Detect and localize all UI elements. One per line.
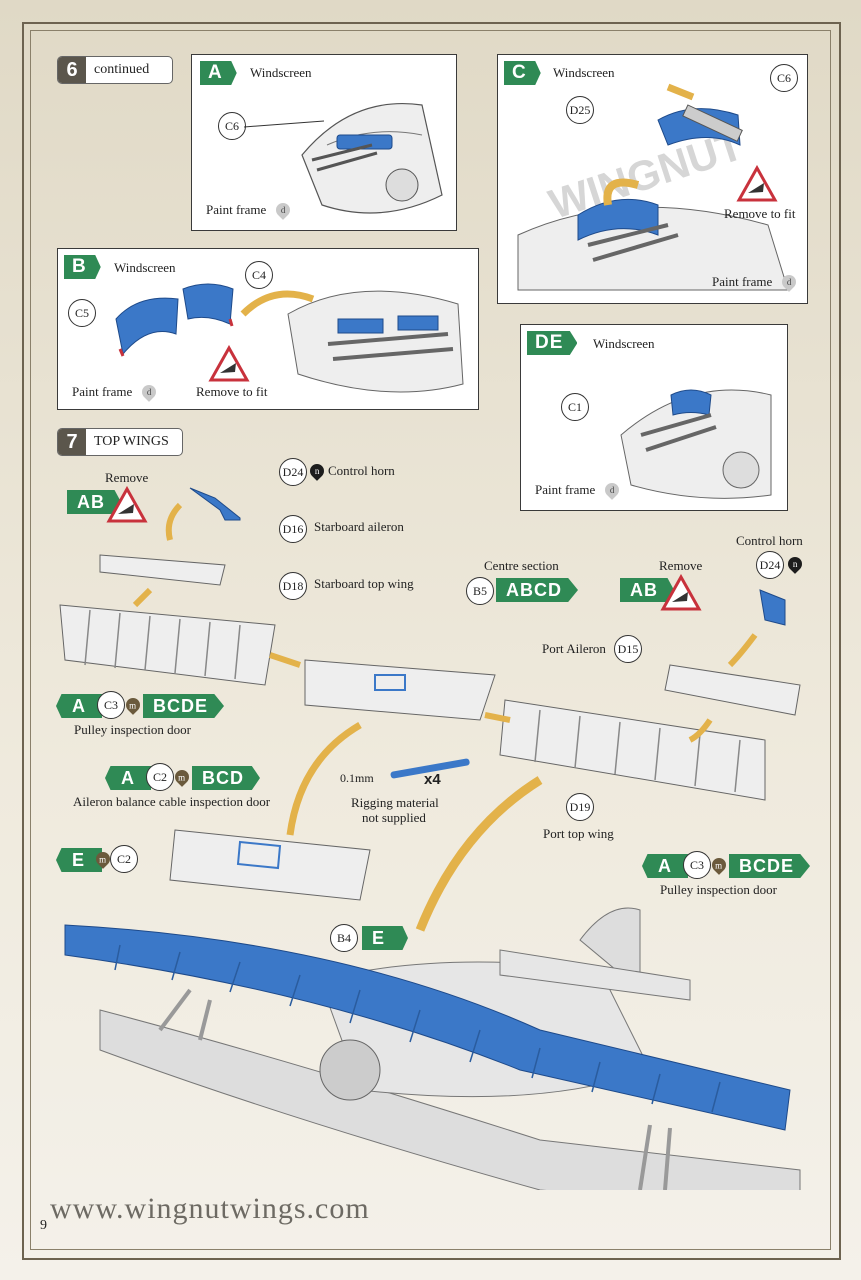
part-callout-c1: C1 (561, 393, 589, 421)
part-callout-d25: D25 (566, 96, 594, 124)
control-horn-label: Control horn (328, 463, 395, 478)
rigging-size-label: 0.1mm (340, 771, 374, 785)
version-tag-a: A (105, 766, 151, 790)
panel-title: Windscreen (553, 65, 615, 80)
page-border-inner (30, 30, 831, 1250)
part-callout-c2: C2 (110, 845, 138, 873)
step-6-header: 6 continued (57, 56, 173, 84)
version-tag-bcde: BCDE (143, 694, 225, 718)
paint-frame-label: Paint frame (712, 274, 773, 289)
version-tag-e: E (362, 926, 408, 950)
panel-c: C Windscreen WINGNUT D25 C6 Remove to fi… (497, 54, 808, 304)
version-tag-a: A (642, 854, 688, 878)
aileron-balance-cable-label: Aileron balance cable inspection door (73, 794, 271, 809)
remove-to-fit-label: Remove to fit (724, 206, 796, 221)
starboard-top-wing-label: Starboard top wing (314, 576, 414, 591)
warning-icon (660, 574, 702, 611)
panel-tag-de: DE (527, 331, 578, 355)
paint-frame-label: Paint frame (206, 202, 267, 217)
part-callout-d24: D24 (756, 551, 784, 579)
rigging-quantity-label: x4 (424, 771, 441, 788)
part-callout-d15: D15 (614, 635, 642, 663)
top-wings-assembly-illustration (59, 487, 801, 1190)
rigging-note-line2: not supplied (362, 810, 426, 825)
part-callout-c3: C3 (97, 691, 125, 719)
rigging-note-line1: Rigging material (351, 795, 439, 810)
port-top-wing-label: Port top wing (543, 826, 614, 841)
remove-label: Remove (105, 470, 149, 485)
step-number: 6 (58, 57, 86, 83)
step-7-header: 7 TOP WINGS (57, 428, 183, 456)
version-tag-abcd: ABCD (496, 578, 578, 602)
version-tag-e: E (56, 848, 102, 872)
cockpit-illustration: WINGNUT (517, 83, 789, 291)
warning-icon (106, 486, 148, 523)
panel-title: Windscreen (114, 260, 176, 275)
pulley-inspection-door-label: Pulley inspection door (660, 882, 777, 897)
website-url: www.wingnutwings.com (50, 1192, 370, 1225)
warning-icon (208, 345, 250, 382)
version-tag-bcde: BCDE (729, 854, 811, 878)
part-callout-b4: B4 (330, 924, 358, 952)
part-callout-c3: C3 (683, 851, 711, 879)
windscreen-illustration (115, 283, 464, 393)
part-callout-d24: D24 (279, 458, 307, 486)
pulley-inspection-door-label: Pulley inspection door (74, 722, 191, 737)
panel-tag-b: B (64, 255, 101, 279)
paint-frame-label: Paint frame (535, 482, 596, 497)
part-callout-c4: C4 (245, 261, 273, 289)
part-callout-b5: B5 (466, 577, 494, 605)
warning-icon (736, 165, 778, 202)
panel-title: Windscreen (593, 336, 655, 351)
part-callout-d16: D16 (279, 515, 307, 543)
page-number: 9 (40, 1218, 47, 1233)
panel-a: A Windscreen C6 Paint frame d (191, 54, 457, 231)
part-callout-c6: C6 (770, 64, 798, 92)
step-number: 7 (58, 429, 86, 455)
step-label: TOP WINGS (94, 434, 169, 449)
cockpit-illustration (301, 103, 443, 214)
panel-b: B Windscreen C5 C4 Paint frame d Remove … (57, 248, 479, 410)
panel-tag-a: A (200, 61, 237, 85)
control-horn-label: Control horn (736, 533, 803, 548)
panel-title: Windscreen (250, 65, 312, 80)
part-callout-d19: D19 (566, 793, 594, 821)
port-aileron-label: Port Aileron (542, 641, 606, 656)
version-tag-ab: AB (620, 578, 674, 602)
version-tag-ab: AB (67, 490, 121, 514)
leader-line (244, 120, 324, 128)
remove-label: Remove (659, 558, 703, 573)
page-border-outer (22, 22, 841, 1260)
step-label: continued (94, 62, 150, 77)
starboard-aileron-label: Starboard aileron (314, 519, 404, 534)
cockpit-illustration (620, 389, 772, 499)
part-callout-c6: C6 (218, 112, 246, 140)
part-callout-c2: C2 (146, 763, 174, 791)
panel-tag-c: C (504, 61, 541, 85)
version-tag-bcd: BCD (192, 766, 260, 790)
paint-frame-label: Paint frame (72, 384, 133, 399)
remove-to-fit-label: Remove to fit (196, 384, 268, 399)
centre-section-label: Centre section (484, 558, 559, 573)
part-callout-c5: C5 (68, 299, 96, 327)
version-tag-a: A (56, 694, 102, 718)
part-callout-d18: D18 (279, 572, 307, 600)
panel-de: DE Windscreen C1 Paint frame d (520, 324, 788, 511)
